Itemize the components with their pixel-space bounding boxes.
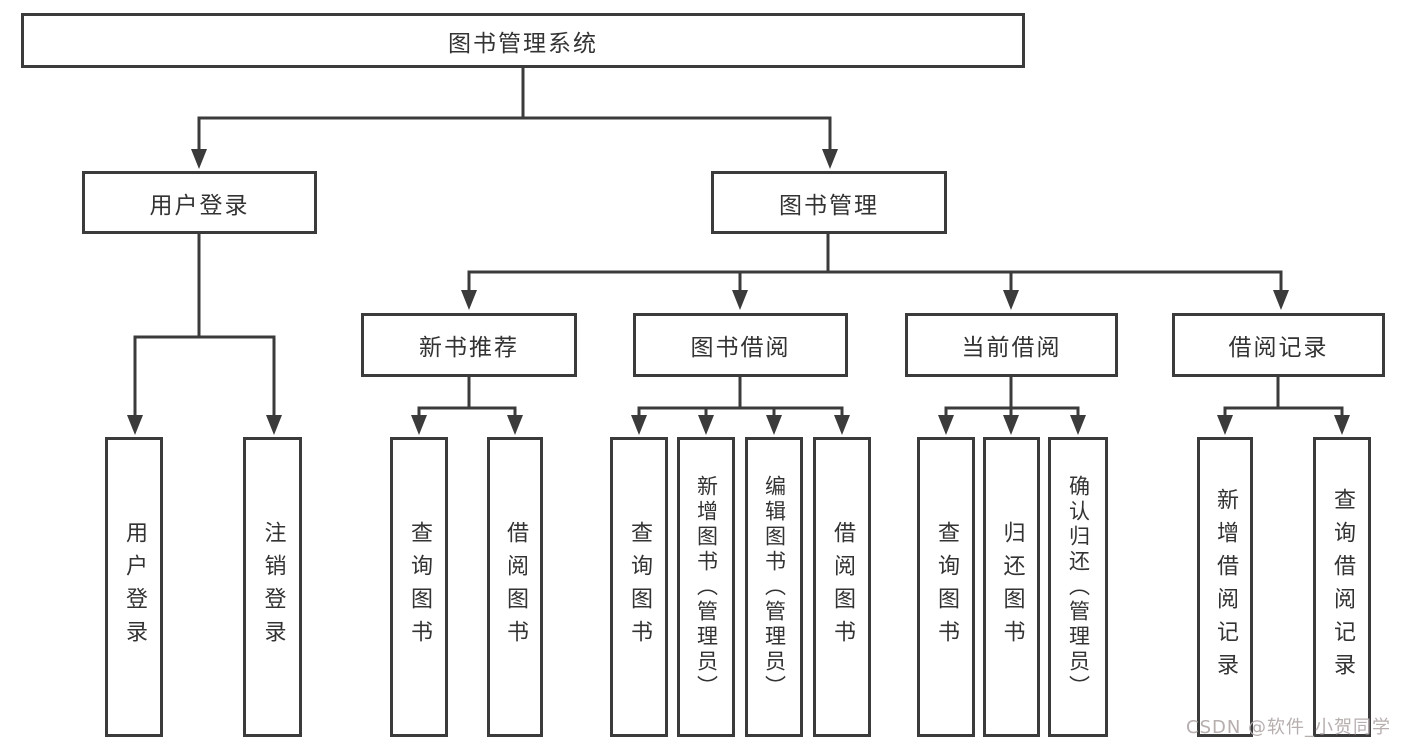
arrowhead-down [266, 415, 282, 435]
arrowhead-down [698, 415, 714, 435]
arrowhead-down [191, 149, 207, 169]
leaf-bb-add-books-label: 新增图书（管理员） [694, 474, 719, 700]
connector-login-to-leaves [127, 234, 282, 435]
node-new-book-recommend-label: 新书推荐 [419, 335, 519, 361]
connector-mgmt-to-level2 [461, 234, 1289, 310]
arrowhead-down [1003, 290, 1019, 310]
arrowhead-down [822, 149, 838, 169]
arrowhead-down [938, 415, 954, 435]
arrowhead-down [834, 415, 850, 435]
arrowhead-down [507, 415, 523, 435]
connector-current-to-leaves [938, 377, 1086, 435]
arrowhead-down [1003, 415, 1019, 435]
node-book-borrow: 图书借阅 [633, 313, 848, 377]
leaf-bb-add-books: 新增图书（管理员） [677, 437, 735, 737]
connector-root-to-level1 [191, 68, 838, 169]
arrowhead-down [1070, 415, 1086, 435]
leaf-bb-borrow-books: 借阅图书 [813, 437, 871, 737]
arrowhead-down [766, 415, 782, 435]
leaf-logout-label: 注销登录 [260, 521, 286, 653]
arrowhead-down [461, 290, 477, 310]
node-user-login-label: 用户登录 [149, 192, 250, 219]
arrowhead-down [1273, 290, 1289, 310]
leaf-cb-return-books-label: 归还图书 [999, 521, 1025, 653]
leaf-br-query-record-label: 查询借阅记录 [1330, 488, 1355, 686]
node-root-system: 图书管理系统 [21, 13, 1025, 68]
node-new-book-recommend: 新书推荐 [361, 313, 577, 377]
arrowhead-down [1217, 415, 1233, 435]
connector-borrow-to-leaves [631, 377, 850, 435]
leaf-cb-query-books: 查询图书 [917, 437, 975, 737]
connector-recommend-to-leaves [411, 377, 523, 435]
leaf-user-login-label: 用户登录 [122, 521, 147, 653]
arrowhead-down [411, 415, 427, 435]
connector-records-to-leaves [1217, 377, 1350, 435]
leaf-cb-confirm-return-label: 确认归还（管理员） [1066, 474, 1091, 700]
leaf-bb-edit-books-label: 编辑图书（管理员） [762, 474, 787, 700]
node-user-login: 用户登录 [82, 171, 317, 234]
node-book-management-label: 图书管理 [779, 192, 879, 219]
leaf-bb-edit-books: 编辑图书（管理员） [745, 437, 803, 737]
leaf-cb-return-books: 归还图书 [983, 437, 1040, 737]
leaf-bb-query-books-label: 查询图书 [627, 521, 652, 653]
node-current-borrow: 当前借阅 [905, 313, 1118, 377]
arrowhead-down [732, 290, 748, 310]
arrowhead-down [631, 415, 647, 435]
node-book-borrow-label: 图书借阅 [690, 335, 791, 361]
arrowhead-down [1334, 415, 1350, 435]
leaf-nb-query-books-label: 查询图书 [407, 521, 432, 653]
node-borrow-records-label: 借阅记录 [1228, 335, 1329, 361]
leaf-nb-query-books: 查询图书 [390, 437, 448, 737]
leaf-nb-borrow-books: 借阅图书 [487, 437, 543, 737]
node-borrow-records: 借阅记录 [1172, 313, 1385, 377]
leaf-bb-query-books: 查询图书 [610, 437, 668, 737]
leaf-br-add-record-label: 新增借阅记录 [1213, 488, 1238, 686]
arrowhead-down [127, 415, 143, 435]
leaf-cb-query-books-label: 查询图书 [934, 521, 959, 653]
leaf-user-login: 用户登录 [105, 437, 163, 737]
leaf-br-add-record: 新增借阅记录 [1197, 437, 1253, 737]
watermark: CSDN @软件_小贺同学 [1186, 717, 1392, 738]
leaf-bb-borrow-books-label: 借阅图书 [830, 521, 855, 653]
leaf-br-query-record: 查询借阅记录 [1313, 437, 1371, 737]
node-book-management: 图书管理 [711, 171, 947, 234]
node-root-system-label: 图书管理系统 [448, 30, 598, 57]
leaf-cb-confirm-return: 确认归还（管理员） [1048, 437, 1108, 737]
node-current-borrow-label: 当前借阅 [961, 335, 1062, 361]
leaf-logout: 注销登录 [243, 437, 302, 737]
leaf-nb-borrow-books-label: 借阅图书 [503, 521, 528, 653]
